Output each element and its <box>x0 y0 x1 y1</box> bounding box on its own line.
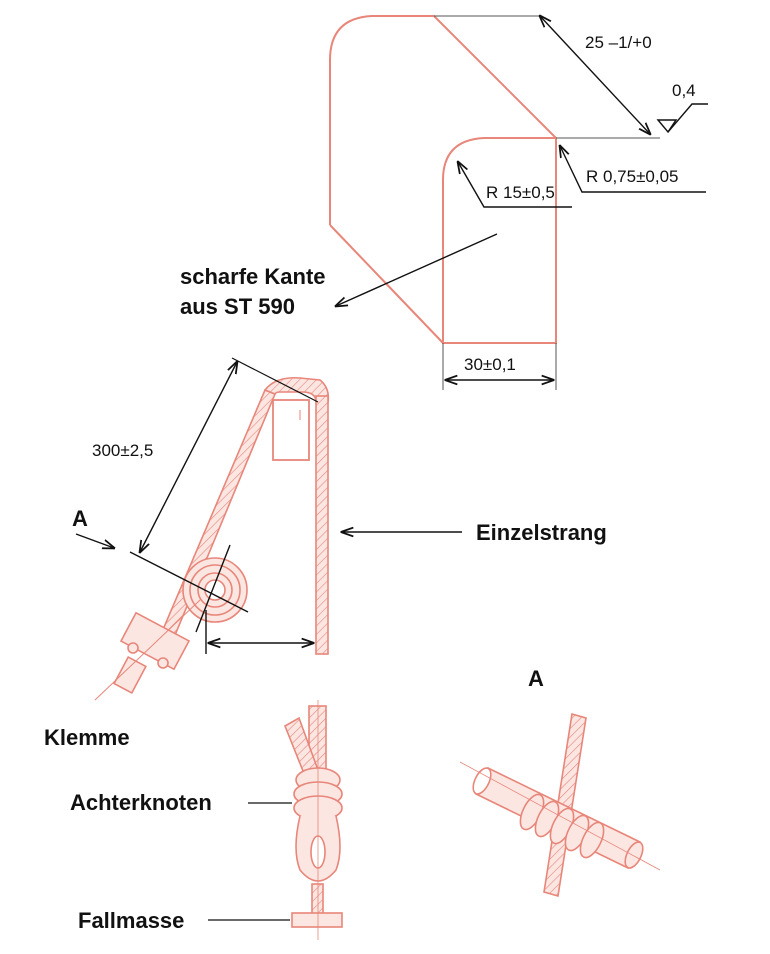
inner-radius-dimension: R 15±0,5 <box>486 183 555 202</box>
strand-length-dimension-line <box>140 362 237 552</box>
edge-length-dimension-line <box>540 16 650 134</box>
clamp <box>113 611 191 695</box>
surface-roughness-symbol <box>656 103 708 134</box>
inner-radius-leader <box>458 162 572 208</box>
clamp-label: Klemme <box>44 725 130 750</box>
detail-view-title: A <box>528 666 544 691</box>
single-strand-label: Einzelstrang <box>476 520 607 545</box>
edge-radius-leader <box>560 146 706 193</box>
surface-roughness-value: 0,4 <box>672 81 696 100</box>
ring-cross-line <box>195 544 231 633</box>
view-marker-arrow <box>75 533 114 548</box>
sharp-edge-label-line2: aus ST 590 <box>180 294 295 319</box>
view-marker-label: A <box>72 506 88 531</box>
vertical-strand <box>315 395 329 655</box>
mass-label: Fallmasse <box>78 908 184 933</box>
detail-centerline <box>459 761 661 871</box>
width-dimension: 30±0,1 <box>464 355 516 374</box>
rope-ring <box>182 557 248 623</box>
strand-length-dimension: 300±2,5 <box>92 441 153 460</box>
edge-length-dimension: 25 –1/+0 <box>585 33 652 52</box>
knot-assembly <box>283 705 343 928</box>
detail-view-a <box>472 712 644 898</box>
knot-label: Achterknoten <box>70 790 212 815</box>
sharp-edge-leader <box>336 233 498 306</box>
sharp-edge-label-line1: scharfe Kante <box>180 264 326 289</box>
edge-radius-dimension: R 0,75±0,05 <box>586 167 679 186</box>
edge-block <box>272 399 310 461</box>
extension-lines <box>434 15 660 390</box>
strand-length-extension-bottom <box>129 551 249 613</box>
strand-length-extension-top <box>231 357 319 403</box>
clamp-centerline <box>94 599 201 701</box>
